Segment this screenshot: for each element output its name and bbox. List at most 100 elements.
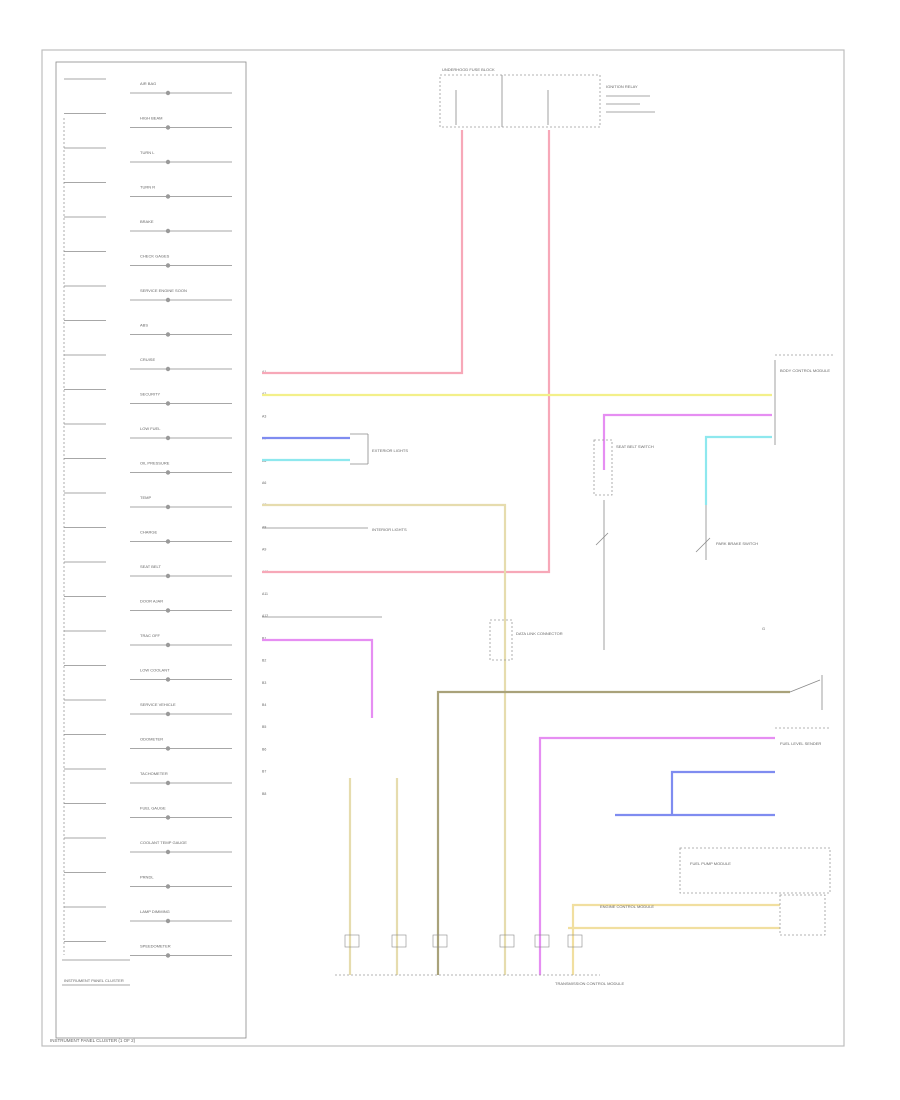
bottom-connectors <box>344 934 583 948</box>
wire-tan-long <box>262 503 507 975</box>
connector-pin-label: B5 <box>262 725 266 729</box>
indicator-lamp-icon <box>165 953 171 958</box>
indicator-lamp-icon <box>165 297 171 303</box>
indicator-lamp-icon <box>165 366 171 372</box>
cluster-indicator-row: TURN L <box>64 147 232 165</box>
indicator-label: SERVICE VEHICLE <box>140 702 176 707</box>
fuse-block: UNDERHOOD FUSE BLOCK IGNITION RELAY <box>439 67 655 128</box>
indicator-label: ODOMETER <box>140 737 163 742</box>
indicator-label: TURN L <box>140 150 155 155</box>
wire-connector <box>499 934 515 948</box>
indicator-lamp-icon <box>165 332 171 337</box>
seat-belt-switch: SEAT BELT SWITCH <box>593 439 654 650</box>
indicator-lamp-icon <box>165 194 171 199</box>
connector-pin-label: A8 <box>262 525 266 529</box>
indicator-label: ABS <box>140 323 148 328</box>
cluster-indicator-row: OIL PRESSURE <box>64 458 232 475</box>
cluster-indicator-row: AIR BAG <box>64 78 232 96</box>
cluster-indicator-row: CRUISE <box>64 354 232 372</box>
indicator-label: FUEL GAUGE <box>140 806 166 811</box>
indicator-lamp-icon <box>165 470 171 475</box>
connector-pin-label: A6 <box>262 481 266 485</box>
ignition-relay-label: IGNITION RELAY <box>606 84 638 89</box>
indicator-label: TRAC OFF <box>140 633 161 638</box>
indicator-label: CRUISE <box>140 357 155 362</box>
interior-lights-label: INTERIOR LIGHTS <box>372 527 407 532</box>
indicator-label: CHECK GAGES <box>140 254 170 259</box>
wire-blue-right <box>670 770 775 815</box>
indicator-label: SPEEDOMETER <box>140 944 171 949</box>
wire-connector <box>344 934 360 948</box>
indicator-lamp-icon <box>165 642 171 648</box>
wire-magenta-right <box>538 736 775 975</box>
indicator-label: LAMP DIMMING <box>140 909 170 914</box>
connector-pin-label: B6 <box>262 747 266 751</box>
indicator-lamp-icon <box>165 539 171 544</box>
indicator-label: TURN R <box>140 185 155 190</box>
cluster-indicator-row: TURN R <box>64 182 232 199</box>
cluster-indicator-row: TRAC OFF <box>64 630 232 648</box>
wire-magenta-upper <box>602 413 772 470</box>
ecm-label: ENGINE CONTROL MODULE <box>600 904 654 909</box>
indicator-lamp-icon <box>165 159 171 165</box>
wire-magenta-left <box>262 638 374 718</box>
connector-pin-label: A12 <box>262 614 268 618</box>
cluster-indicator-row: SEAT BELT <box>64 561 232 579</box>
indicator-lamp-icon <box>165 849 171 855</box>
indicator-lamp-icon <box>165 815 171 820</box>
cluster-label: INSTRUMENT PANEL CLUSTER <box>64 978 124 983</box>
cluster-indicator-row: SERVICE ENGINE SOON <box>64 285 232 303</box>
indicator-lamp-icon <box>165 504 171 510</box>
cluster-indicator-row: SECURITY <box>64 389 232 406</box>
wire-olive-ground <box>436 690 790 975</box>
indicator-label: LOW FUEL <box>140 426 161 431</box>
indicator-label: PRNDL <box>140 875 154 880</box>
wire-connector <box>391 934 407 948</box>
cluster-indicator-row: CHARGE <box>64 527 232 544</box>
ground-switch: G <box>762 626 823 710</box>
cluster-connector-pins: A1A2A3A4A5A6A7A8A9A10A11A12B1B2B3B4B5B6B… <box>262 370 268 796</box>
cluster-indicator-row: SPEEDOMETER <box>64 941 232 958</box>
cluster-indicator-row: TACHOMETER <box>64 768 232 786</box>
connector-pin-label: B7 <box>262 770 266 774</box>
body-control-module: BODY CONTROL MODULE <box>774 354 835 445</box>
indicator-label: AIR BAG <box>140 81 156 86</box>
fuel-pump-label: FUEL PUMP MODULE <box>690 861 731 866</box>
ground-label: G <box>762 626 765 631</box>
cluster-indicator-row: FUEL GAUGE <box>64 803 232 820</box>
cluster-indicator-row: LOW COOLANT <box>64 665 232 682</box>
indicator-lamp-icon <box>165 918 171 924</box>
park-brake-switch-label: PARK BRAKE SWITCH <box>716 541 758 546</box>
cluster-indicator-row: PRNDL <box>64 872 232 889</box>
connector-pin-label: B3 <box>262 681 266 685</box>
wire-pink-right <box>262 130 551 574</box>
connector-pin-label: A9 <box>262 548 266 552</box>
footer-title: INSTRUMENT PANEL CLUSTER (1 OF 2) <box>50 1038 136 1043</box>
indicator-label: DOOR AJAR <box>140 599 163 604</box>
seat-belt-switch-label: SEAT BELT SWITCH <box>616 444 654 449</box>
wire-cyan-right <box>704 435 772 505</box>
exterior-lights-label: EXTERIOR LIGHTS <box>372 448 408 453</box>
wire-connector <box>534 934 550 948</box>
connector-pin-label: A3 <box>262 414 266 418</box>
indicator-lamp-icon <box>165 608 171 613</box>
indicator-lamp-icon <box>165 228 171 234</box>
cluster-indicator-row: LAMP DIMMING <box>64 906 232 924</box>
cluster-indicator-row: CHECK GAGES <box>64 251 232 268</box>
wire-tan-lower-1 <box>571 903 780 975</box>
bottom-modules: TRANSMISSION CONTROL MODULE ENGINE CONTR… <box>335 904 654 986</box>
indicator-lamp-icon <box>165 746 171 751</box>
indicator-label: SECURITY <box>140 392 161 397</box>
indicator-lamp-icon <box>165 435 171 441</box>
indicator-label: OIL PRESSURE <box>140 461 170 466</box>
fuel-sender-label: FUEL LEVEL SENDER <box>780 741 821 746</box>
indicator-lamp-icon <box>165 573 171 579</box>
cluster-indicator-row: COOLANT TEMP GAUGE <box>64 837 232 855</box>
indicator-lamp-icon <box>165 780 171 786</box>
indicator-label: SERVICE ENGINE SOON <box>140 288 187 293</box>
wire-connector <box>432 934 448 948</box>
indicator-lamp-icon <box>165 263 171 268</box>
connector-pin-label: B4 <box>262 703 266 707</box>
